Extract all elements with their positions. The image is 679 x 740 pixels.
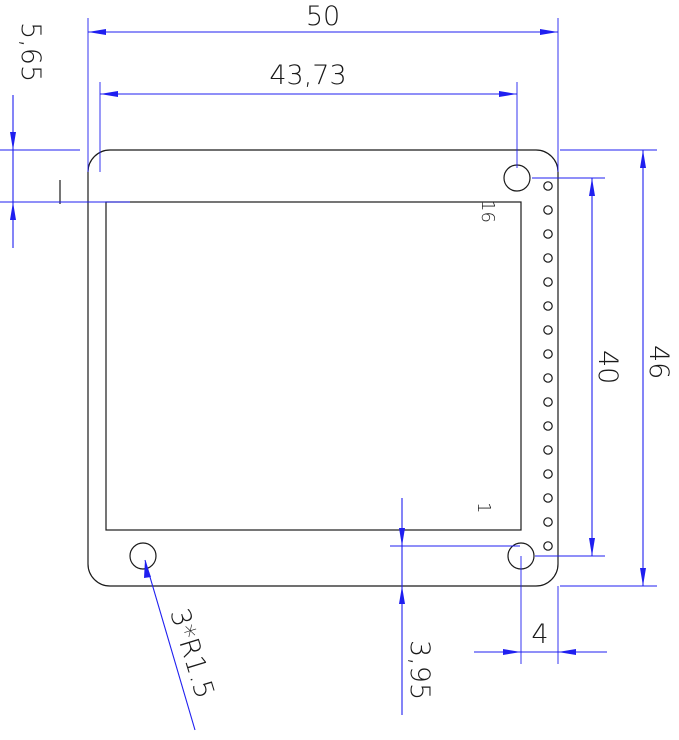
arrow [144, 560, 151, 578]
pin-hole [543, 229, 553, 239]
arrow [589, 178, 595, 196]
pin-hole [543, 541, 553, 551]
dim-label-top-offset: 5,65 [15, 22, 46, 82]
dim-label-overall-width: 50 [306, 1, 340, 32]
pin-header [543, 181, 553, 551]
leader-line-hole-radius [144, 559, 196, 731]
dim-label-bottom-offset: 3,95 [404, 640, 435, 700]
arrow [503, 649, 521, 655]
pin-hole [543, 181, 553, 191]
dim-label-display-width: 43,73 [269, 60, 346, 91]
dim-label-hole-callout: 3*R1.5 [163, 605, 220, 702]
arrow [499, 91, 517, 97]
dim-label-overall-height: 46 [643, 345, 674, 379]
display-area [105, 201, 522, 531]
arrow [100, 91, 118, 97]
mounting-hole-bottom-left [129, 542, 157, 570]
arrow [399, 586, 405, 604]
pin-hole [543, 517, 553, 527]
pin-hole [543, 277, 553, 287]
pin-hole [543, 421, 553, 431]
arrow [640, 568, 646, 586]
pin-hole [543, 349, 553, 359]
arrow [589, 538, 595, 556]
arrow [10, 202, 16, 220]
pin-hole [543, 253, 553, 263]
pin-hole [543, 301, 553, 311]
pin-label-1: 1 [473, 502, 494, 513]
pin-hole [543, 397, 553, 407]
pin-hole [543, 445, 553, 455]
arrow [88, 29, 106, 35]
arrow [640, 150, 646, 168]
pin-hole [543, 205, 553, 215]
arrow [558, 649, 576, 655]
mounting-hole-top-right [503, 164, 531, 192]
pin-hole [543, 493, 553, 503]
arrow [10, 132, 16, 150]
arrow [399, 528, 405, 546]
board-outline [87, 149, 559, 587]
pin-hole [543, 325, 553, 335]
dim-label-edge-offset: 4 [531, 619, 548, 650]
pin-hole [543, 469, 553, 479]
dim-label-hole-spacing: 40 [592, 350, 623, 384]
pin-hole [543, 373, 553, 383]
pin-label-16: 16 [477, 200, 498, 223]
arrow [540, 29, 558, 35]
